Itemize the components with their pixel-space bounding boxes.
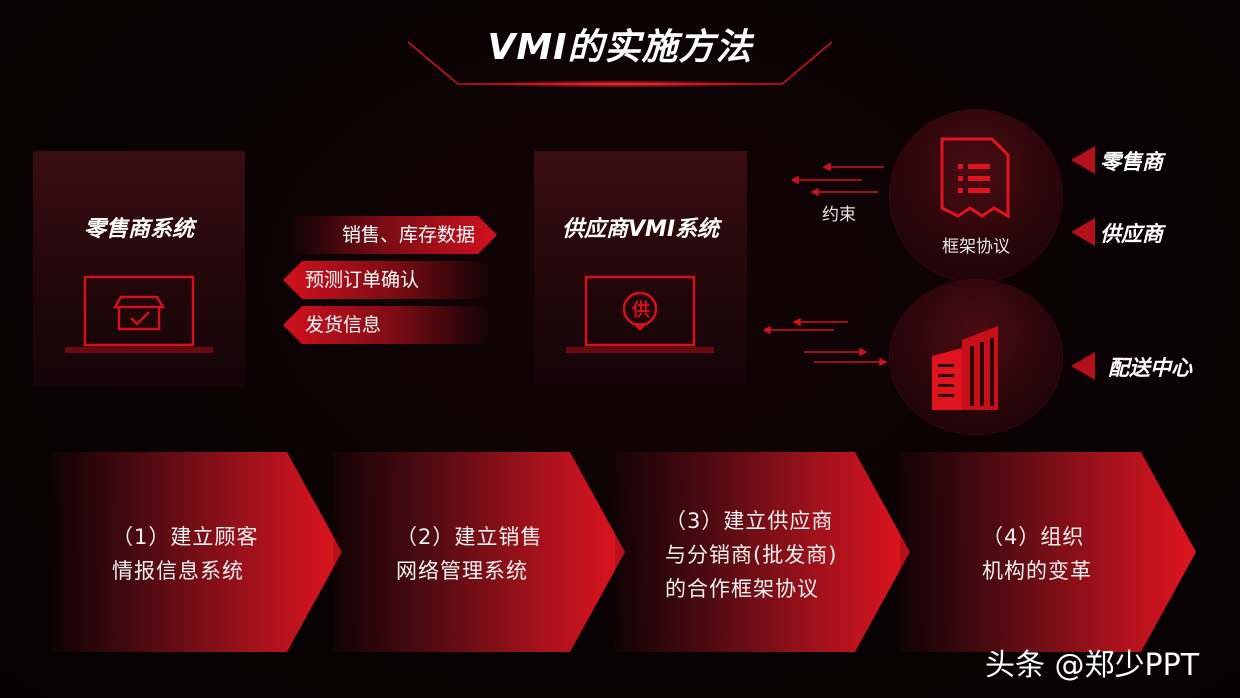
step-3-line-3: 的合作框架协议 <box>665 577 819 601</box>
step-2-text: （2）建立销售 网络管理系统 <box>396 520 542 588</box>
supplier-party-marker <box>1071 218 1095 246</box>
step-4-line-1: （4）组织 <box>982 525 1085 549</box>
distribution-center-marker <box>1071 352 1095 380</box>
step-4-text: （4）组织 机构的变革 <box>982 520 1092 588</box>
document-icon <box>940 137 1010 219</box>
step-1 <box>52 452 342 652</box>
step-3-line-2: 与分销商(批发商) <box>665 543 838 567</box>
flow-forecast-order: 预测订单确认 <box>283 261 490 299</box>
step-1-line-1: （1）建立顾客 <box>112 525 259 549</box>
constraint-label: 约束 <box>822 205 856 225</box>
step-1-line-2: 情报信息系统 <box>112 559 244 583</box>
page-title: VMI的实施方法 <box>487 27 753 68</box>
retailer-party-label: 零售商 <box>1100 150 1163 174</box>
supplier-system-title: 供应商VMI系统 <box>561 217 720 242</box>
laptop-store-icon <box>65 275 213 353</box>
laptop-supplier-icon <box>566 275 714 353</box>
retailer-system-title: 零售商系统 <box>83 217 194 242</box>
step-4 <box>900 452 1196 652</box>
step-4-line-2: 机构的变革 <box>982 559 1092 583</box>
step-3 <box>615 452 910 652</box>
title-frame <box>150 41 1090 88</box>
retailer-party-marker <box>1071 146 1095 174</box>
distribution-arrows <box>764 318 888 367</box>
step-2-line-2: 网络管理系统 <box>396 559 528 583</box>
framework-label: 框架协议 <box>942 237 1010 257</box>
distribution-center-label: 配送中心 <box>1108 356 1192 380</box>
watermark: 头条 @郑少PPT <box>985 648 1200 683</box>
building-icon <box>932 326 998 410</box>
step-3-text: （3）建立供应商 与分销商(批发商) 的合作框架协议 <box>665 504 837 606</box>
step-2 <box>333 452 625 652</box>
constraint-arrows <box>792 162 884 197</box>
flow-shipping-info: 发货信息 <box>283 306 490 344</box>
supplier-icon-char: 供 <box>632 300 650 321</box>
step-1-text: （1）建立顾客 情报信息系统 <box>112 520 258 588</box>
supplier-party-label: 供应商 <box>1100 222 1163 246</box>
supplier-system-panel: 供应商VMI系统 供 <box>534 151 747 387</box>
flow-sales-inventory: 销售、库存数据 <box>290 216 497 254</box>
retailer-system-panel: 零售商系统 <box>33 151 245 387</box>
step-3-line-1: （3）建立供应商 <box>665 509 834 533</box>
step-2-line-1: （2）建立销售 <box>396 525 543 549</box>
